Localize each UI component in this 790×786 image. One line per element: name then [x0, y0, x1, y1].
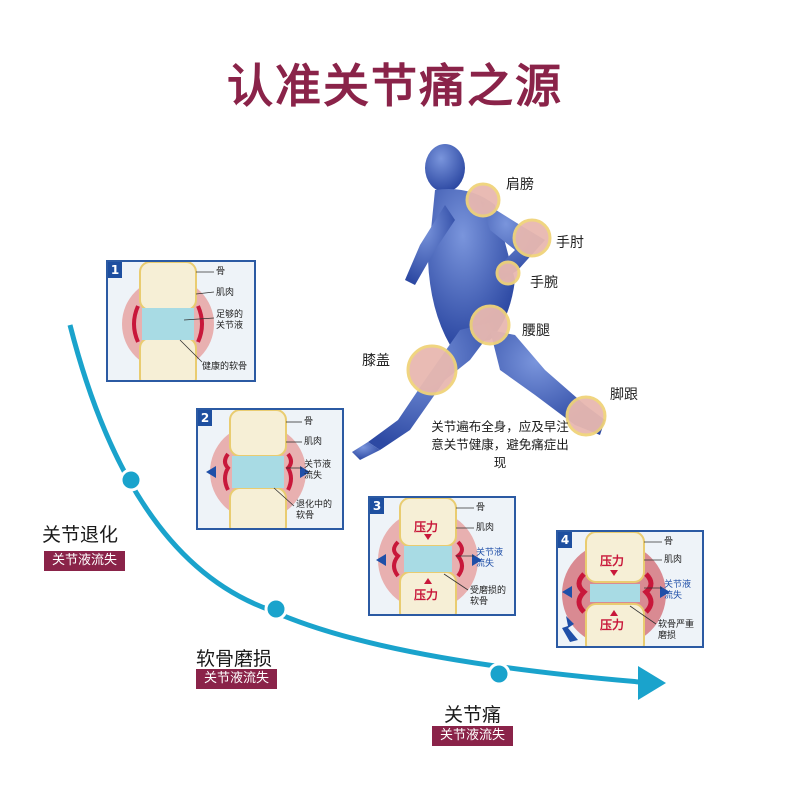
panel-2-fluid-label: 关节液 流失 [304, 460, 332, 481]
panel-2-cartilage-label: 退化中的 软骨 [296, 500, 333, 521]
panel-1-cartilage-label: 健康的软骨 [202, 362, 248, 372]
stage-title-2: 软骨磨损 [196, 648, 273, 670]
stage-dot-3 [487, 662, 511, 686]
panel-4-fluid-label: 关节液 流失 [664, 580, 692, 601]
panel-1-bone-label: 骨 [216, 267, 226, 277]
panel-number-4: 4 [558, 532, 572, 548]
stage-tag-2: 关节液流失 [196, 669, 278, 689]
panel-2-muscle-label: 肌肉 [304, 437, 323, 447]
stage-tag-3: 关节液流失 [432, 726, 514, 746]
panel-number-1: 1 [108, 262, 122, 278]
joint-panel-1: 1 骨 肌肉 足够的 关节液 健康的软骨 [106, 260, 256, 382]
joint-note: 关节遍布全身，应及早注意关节健康，避免痛症出现 [431, 419, 569, 470]
panel-2-bone-label: 骨 [304, 417, 314, 427]
label-elbow: 手肘 [556, 235, 584, 251]
panel-1-fluid-label: 足够的 关节液 [216, 310, 244, 331]
label-wrist: 手腕 [530, 275, 558, 291]
joint-panel-3: 3 压力 压力 骨 肌肉 关节液 流失 受磨损的 软骨 [368, 496, 516, 616]
stage-tag-1: 关节液流失 [44, 551, 126, 571]
runner-figure [352, 144, 607, 460]
label-knee: 膝盖 [362, 353, 390, 369]
stage-title-3: 关节痛 [444, 704, 502, 726]
panel-1-muscle-label: 肌肉 [216, 288, 235, 298]
joint-panel-2: 2 骨 肌肉 关节液 流失 退化中的 软骨 [196, 408, 344, 530]
panel-3-pressure-bottom: 压力 [414, 588, 439, 602]
panel-number-2: 2 [198, 410, 212, 426]
stage-dot-1 [119, 468, 143, 492]
joint-panel-4: 4 压力 压力 骨 肌肉 关节液 流失 软骨严重 磨损 [556, 530, 704, 648]
panel-4-pressure-top: 压力 [600, 554, 625, 568]
label-waist: 腰腿 [522, 323, 550, 339]
page-title: 认准关节痛之源 [227, 59, 563, 113]
panel-4-pressure-bottom: 压力 [600, 618, 625, 632]
label-heel: 脚跟 [610, 387, 638, 403]
stage-title-1: 关节退化 [42, 524, 119, 546]
panel-3-bone-label: 骨 [476, 503, 486, 513]
panel-number-3: 3 [370, 498, 384, 514]
stage-dot-2 [264, 597, 288, 621]
panel-4-muscle-label: 肌肉 [664, 555, 683, 565]
panel-3-pressure-top: 压力 [414, 520, 439, 534]
label-shoulder: 肩膀 [506, 177, 534, 193]
panel-4-cartilage-label: 软骨严重 磨损 [658, 620, 695, 641]
panel-3-muscle-label: 肌肉 [476, 523, 495, 533]
panel-4-bone-label: 骨 [664, 537, 674, 547]
panel-3-fluid-label: 关节液 流失 [476, 548, 504, 569]
panel-3-cartilage-label: 受磨损的 软骨 [470, 586, 507, 607]
